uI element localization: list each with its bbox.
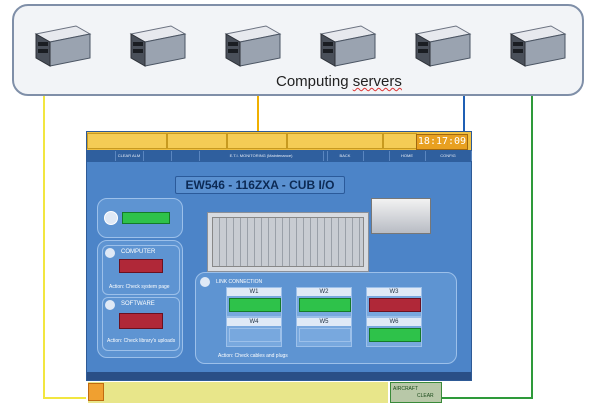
- status-icon: [104, 211, 118, 225]
- menu-item[interactable]: E.T.I. MONITORING (Maintenance): [199, 151, 324, 161]
- screen-top-bar: 18:17:09: [87, 132, 471, 150]
- software-action: Action: Check library's uploads: [107, 338, 176, 344]
- system-panel: COMPUTER Action: Check system page SOFTW…: [97, 240, 183, 358]
- software-icon: [105, 300, 115, 310]
- clock-display: 18:17:09: [416, 134, 468, 150]
- link-window-w3[interactable]: W3: [366, 287, 422, 317]
- menu-item[interactable]: [87, 151, 116, 161]
- window-label: W5: [297, 318, 351, 326]
- window-status: [229, 328, 281, 342]
- link-action: Action: Check cables and plugs: [218, 353, 288, 359]
- server-icon: [30, 20, 94, 70]
- window-status: [299, 328, 351, 342]
- menu-item[interactable]: [363, 151, 390, 161]
- computer-status[interactable]: [119, 259, 163, 273]
- server-icon: [505, 20, 569, 70]
- menu-item[interactable]: HOME: [389, 151, 426, 161]
- window-label: W2: [297, 288, 351, 296]
- menu-item[interactable]: CONFIG: [425, 151, 472, 161]
- server-icon: [125, 20, 189, 70]
- link-icon: [200, 277, 210, 287]
- link-window-w6[interactable]: W6: [366, 317, 422, 347]
- computer-subpanel: COMPUTER Action: Check system page: [102, 245, 180, 295]
- monitoring-screen: 18:17:09 CLEAR ALM E.T.I. MONITORING (Mai…: [86, 131, 472, 381]
- top-cell: [227, 133, 287, 149]
- clear-label[interactable]: CLEAR: [417, 393, 434, 399]
- server-icon: [315, 20, 379, 70]
- link-window-w4[interactable]: W4: [226, 317, 282, 347]
- computing-servers-group: [12, 4, 584, 96]
- software-status[interactable]: [119, 313, 163, 329]
- rack-diagram: [207, 212, 369, 272]
- status-indicator: [122, 212, 170, 224]
- window-label: W3: [367, 288, 421, 296]
- top-cell: [383, 133, 417, 149]
- link-window-w5[interactable]: W5: [296, 317, 352, 347]
- status-panel: [97, 198, 183, 238]
- menu-item[interactable]: [323, 151, 328, 161]
- bottom-alarm-bar: [88, 382, 388, 403]
- computer-action: Action: Check system page: [109, 284, 170, 290]
- top-cell: [167, 133, 227, 149]
- window-label: W4: [227, 318, 281, 326]
- server-icon: [220, 20, 284, 70]
- aircraft-label: AIRCRAFT: [393, 386, 418, 392]
- top-cell: [287, 133, 383, 149]
- screen-menu-bar: CLEAR ALM E.T.I. MONITORING (Maintenance)…: [87, 150, 472, 162]
- screen-status-bar: [87, 372, 471, 380]
- window-status: [229, 298, 281, 312]
- software-label: SOFTWARE: [121, 301, 155, 307]
- software-subpanel: SOFTWARE Action: Check library's uploads: [102, 297, 180, 351]
- window-label: W6: [367, 318, 421, 326]
- link-window-w2[interactable]: W2: [296, 287, 352, 317]
- menu-item[interactable]: [171, 151, 200, 161]
- green-wire-right: [442, 70, 533, 399]
- screen-title: EW546 - 116ZXA - CUB I/O: [175, 176, 345, 194]
- link-connection-label: LINK CONNECTION: [216, 279, 263, 285]
- computer-icon: [105, 248, 115, 258]
- window-label: W1: [227, 288, 281, 296]
- computer-label: COMPUTER: [121, 249, 156, 255]
- server-photo: [371, 198, 431, 234]
- rack-slots: [212, 217, 364, 267]
- yellow-wire-left: [43, 70, 86, 399]
- alarm-icon[interactable]: [88, 383, 104, 401]
- menu-item[interactable]: CLEAR ALM: [115, 151, 144, 161]
- window-status: [299, 298, 351, 312]
- window-status: [369, 298, 421, 312]
- menu-item[interactable]: BACK: [327, 151, 364, 161]
- top-cell: [87, 133, 167, 149]
- window-status: [369, 328, 421, 342]
- menu-item[interactable]: [143, 151, 172, 161]
- aircraft-clear-panel: AIRCRAFT CLEAR: [390, 382, 442, 403]
- server-icon: [410, 20, 474, 70]
- computing-servers-label: Computing servers: [276, 73, 402, 90]
- link-window-w1[interactable]: W1: [226, 287, 282, 317]
